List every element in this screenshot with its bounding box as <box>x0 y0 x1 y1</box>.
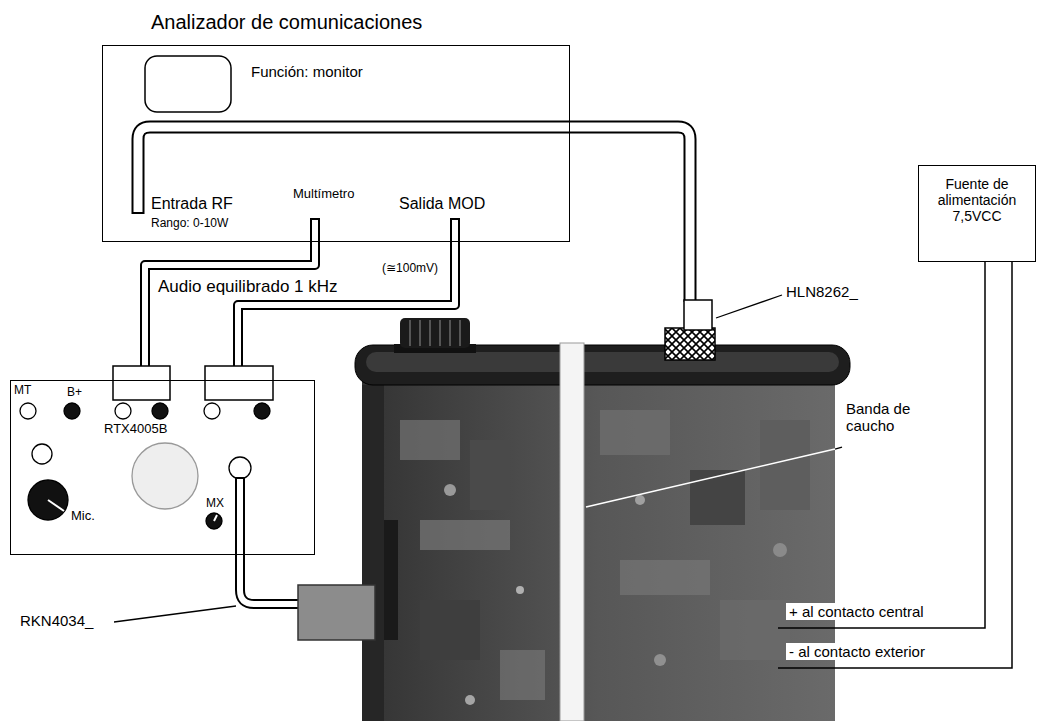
cable-connector <box>238 242 455 380</box>
level-note: (≅100mV) <box>382 262 438 276</box>
leader-line <box>114 295 842 622</box>
jack-label: MT <box>14 384 31 398</box>
port-label: Salida MOD <box>399 195 485 213</box>
analyzer-box: Analizador de comunicacionesFunción: mon… <box>102 45 570 242</box>
supply-label: Fuente de alimentación 7,5VCC <box>919 166 1035 230</box>
cable-stub <box>315 218 455 243</box>
part-label: Banda de caucho <box>843 400 941 435</box>
power-supply-box: Fuente de alimentación 7,5VCC <box>918 165 1036 262</box>
analyzer-title: Analizador de comunicaciones <box>151 11 422 34</box>
wire-label: - al contacto exterior <box>786 643 928 660</box>
antenna-connector <box>665 328 715 360</box>
accessory-cable <box>240 477 300 604</box>
radio-body <box>355 345 850 721</box>
function-label: Función: monitor <box>251 63 363 80</box>
cable-core <box>145 242 315 380</box>
control-label: MX <box>206 497 224 511</box>
wire-label: + al contacto central <box>786 603 927 620</box>
test-box: MT B+ RTX4005B Mic. MX <box>10 380 315 555</box>
cable-plug <box>113 366 170 400</box>
part-number: HLN8262_ <box>786 283 858 300</box>
power-wire <box>778 262 1012 668</box>
control-label: Mic. <box>71 509 95 524</box>
jack-label: B+ <box>67 386 82 400</box>
cable-core <box>238 242 455 380</box>
accessory-connector <box>298 585 375 640</box>
rf-plug <box>684 300 712 330</box>
cable-label: Audio equilibrado 1 kHz <box>158 277 338 297</box>
port-label: Multímetro <box>293 187 354 202</box>
cable-outline <box>145 242 315 380</box>
cable-plug <box>205 366 273 400</box>
rubber-band <box>560 343 584 721</box>
test-box-parts <box>20 403 270 529</box>
port-label: Entrada RF <box>151 195 233 213</box>
range-label: Rango: 0-10W <box>151 217 228 231</box>
model-label: RTX4005B <box>104 422 167 437</box>
cable-connector <box>145 242 315 380</box>
rf-cable <box>138 127 690 302</box>
cable-outline <box>238 242 455 380</box>
volume-knob <box>394 318 476 353</box>
part-number: RKN4034_ <box>20 612 93 629</box>
analyzer-screen <box>145 56 231 112</box>
